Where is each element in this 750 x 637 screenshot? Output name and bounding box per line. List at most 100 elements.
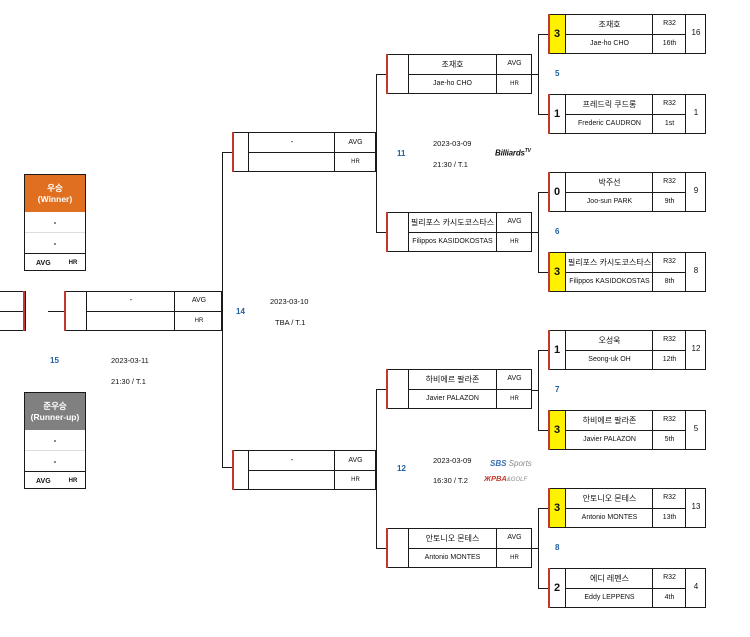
r32-match-number: 7 (555, 385, 560, 394)
qf12-vertical (376, 389, 377, 549)
r32-bracket-out (532, 74, 538, 75)
winner-hr-label: HR (68, 260, 78, 266)
qf-top-hr: HR (351, 159, 360, 165)
r16-slot-mid (408, 389, 532, 390)
r32-score: 1 (548, 330, 566, 370)
r32-round: R32 (663, 494, 676, 501)
r32-player-kr: 조재호 (598, 20, 621, 29)
r16-player-hr: HR (510, 555, 519, 561)
r32-round: R32 (663, 574, 676, 581)
runnerup-avg-label: AVG (36, 477, 51, 485)
r32-rank: 13th (662, 514, 677, 521)
qf11-vertical (376, 74, 377, 233)
r32-score: 1 (548, 94, 566, 134)
winner-stats: AVG HR (25, 253, 85, 272)
r32-slot-red (548, 94, 550, 134)
r32-score: 3 (548, 14, 566, 54)
semi-time: TBA / T.1 (275, 318, 306, 327)
r32-bracket-top (538, 34, 548, 35)
r32-seed-box (686, 14, 706, 54)
r32-bracket-vertical (538, 350, 539, 430)
r32-player-kr: 하비에르 팔라존 (582, 416, 637, 425)
r32-player-kr: 필리포스 카시도코스타스 (567, 258, 652, 267)
final-slot-mid (86, 311, 222, 312)
r32-seed-box (686, 568, 706, 608)
r32-score: 2 (548, 568, 566, 608)
r32-player-kr: 박주선 (598, 178, 621, 187)
qf-slot-top-red (232, 132, 234, 172)
r32-bracket-bottom (538, 430, 548, 431)
final-date: 2023-03-11 (111, 356, 149, 365)
qf-bottom-name: - (290, 455, 294, 464)
r32-seed: 8 (693, 266, 699, 275)
qf12-bottom-stub (376, 548, 386, 549)
final-left-red (23, 291, 25, 331)
r16-slot-mid (408, 232, 532, 233)
r32-player-kr: 에디 레펜스 (589, 574, 630, 583)
qf-slot-bottom-mid (248, 470, 376, 471)
r32-score: 0 (548, 172, 566, 212)
r32-bracket-top (538, 508, 548, 509)
r32-bracket-top (538, 350, 548, 351)
qf-top-name: - (290, 137, 294, 146)
r32-bracket-top (538, 192, 548, 193)
r32-rank: 1st (664, 120, 675, 127)
r32-seed-box (686, 488, 706, 528)
r32-bracket-vertical (538, 508, 539, 588)
r32-round: R32 (663, 336, 676, 343)
r32-slot-mid (566, 588, 686, 589)
r32-player-en: Filippos KASIDOKOSTAS (569, 278, 650, 285)
r32-bracket-bottom (538, 272, 548, 273)
r16-player-avg: AVG (507, 375, 522, 382)
winner-avg-label: AVG (36, 259, 51, 267)
qf11-top-stub (376, 74, 386, 75)
runnerup-stats: AVG HR (25, 471, 85, 490)
runnerup-title: 준우승 (43, 400, 67, 411)
r32-score: 3 (548, 410, 566, 450)
final-name: - (129, 295, 133, 304)
r16-player-avg: AVG (507, 60, 522, 67)
billiards-tv-logo: BilliardsTV (495, 148, 531, 158)
r16-player-avg: AVG (507, 218, 522, 225)
r16-player-en: Jae-ho CHO (433, 80, 472, 87)
r32-bracket-out (532, 232, 538, 233)
r32-seed-box (686, 94, 706, 134)
qf11-date: 2023-03-09 (433, 139, 472, 148)
r32-round: R32 (663, 178, 676, 185)
r32-player-en: Antonio MONTES (581, 514, 638, 521)
qf-slot-top-mid (248, 152, 376, 153)
r32-match-number: 6 (555, 227, 560, 236)
r32-player-en: Eddy LEPPENS (584, 594, 635, 601)
r32-match-number: 5 (555, 69, 560, 78)
r32-slot-mid (566, 508, 686, 509)
r32-seed: 9 (693, 186, 699, 195)
r32-player-en: Frederic CAUDRON (577, 120, 641, 127)
runnerup-hr-label: HR (68, 478, 78, 484)
r32-rank: 9th (664, 198, 675, 205)
r32-slot-mid (566, 350, 686, 351)
r32-seed: 16 (691, 28, 701, 37)
qf11-match-number: 11 (397, 149, 406, 158)
qf11-bottom-stub (376, 232, 386, 233)
r16-player-en: Antonio MONTES (424, 554, 481, 561)
r32-rank: 5th (664, 436, 675, 443)
r32-slot-red (548, 488, 550, 528)
winner-title: 우승 (47, 182, 63, 193)
runnerup-name-line: - (25, 430, 85, 451)
r16-player-kr: 필리포스 카시도코스타스 (410, 218, 495, 227)
r16-slot-red (386, 212, 388, 252)
r32-player-kr: 프레드릭 쿠드롱 (582, 100, 637, 109)
r32-seed: 5 (693, 424, 699, 433)
r32-slot-mid (566, 114, 686, 115)
semi-date: 2023-03-10 (270, 297, 309, 306)
r32-seed-box (686, 330, 706, 370)
runnerup-subtitle: (Runner-up) (30, 411, 80, 422)
semi-top-stub (222, 152, 232, 153)
final-hr: HR (194, 318, 204, 324)
r16-player-hr: HR (510, 239, 519, 245)
r32-seed: 4 (693, 582, 699, 591)
r32-slot-red (548, 172, 550, 212)
qf-slot-bottom-red (232, 450, 234, 490)
r32-match-number: 8 (555, 543, 560, 552)
r16-player-en: Javier PALAZON (426, 395, 479, 402)
